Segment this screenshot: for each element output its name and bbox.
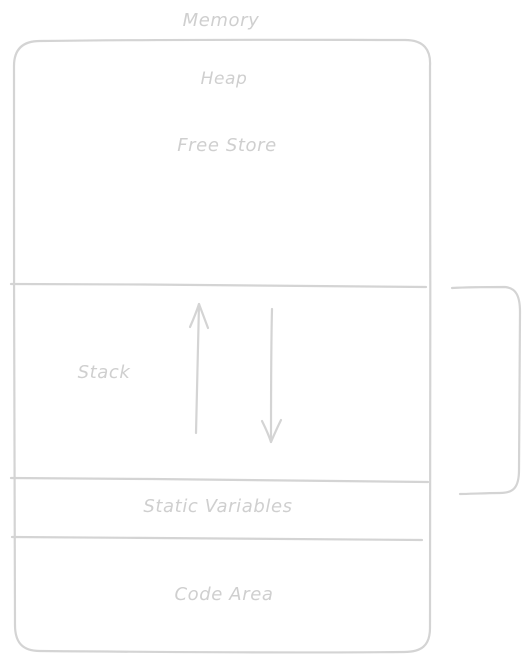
code-area-label: Code Area: [174, 584, 274, 605]
arrow-down-icon: [260, 307, 283, 444]
memory-title: Memory: [182, 10, 260, 31]
divider-heap-stack: [9, 282, 428, 289]
memory-outline: [12, 38, 432, 654]
right-bracket: [450, 285, 522, 496]
free-store-label: Free Store: [177, 135, 277, 156]
arrow-up-icon: [188, 302, 210, 435]
static-variables-label: Static Variables: [143, 496, 293, 517]
heap-label: Heap: [200, 69, 248, 89]
divider-static-code: [10, 535, 424, 542]
divider-stack-static: [9, 476, 430, 484]
stack-label: Stack: [77, 362, 131, 383]
